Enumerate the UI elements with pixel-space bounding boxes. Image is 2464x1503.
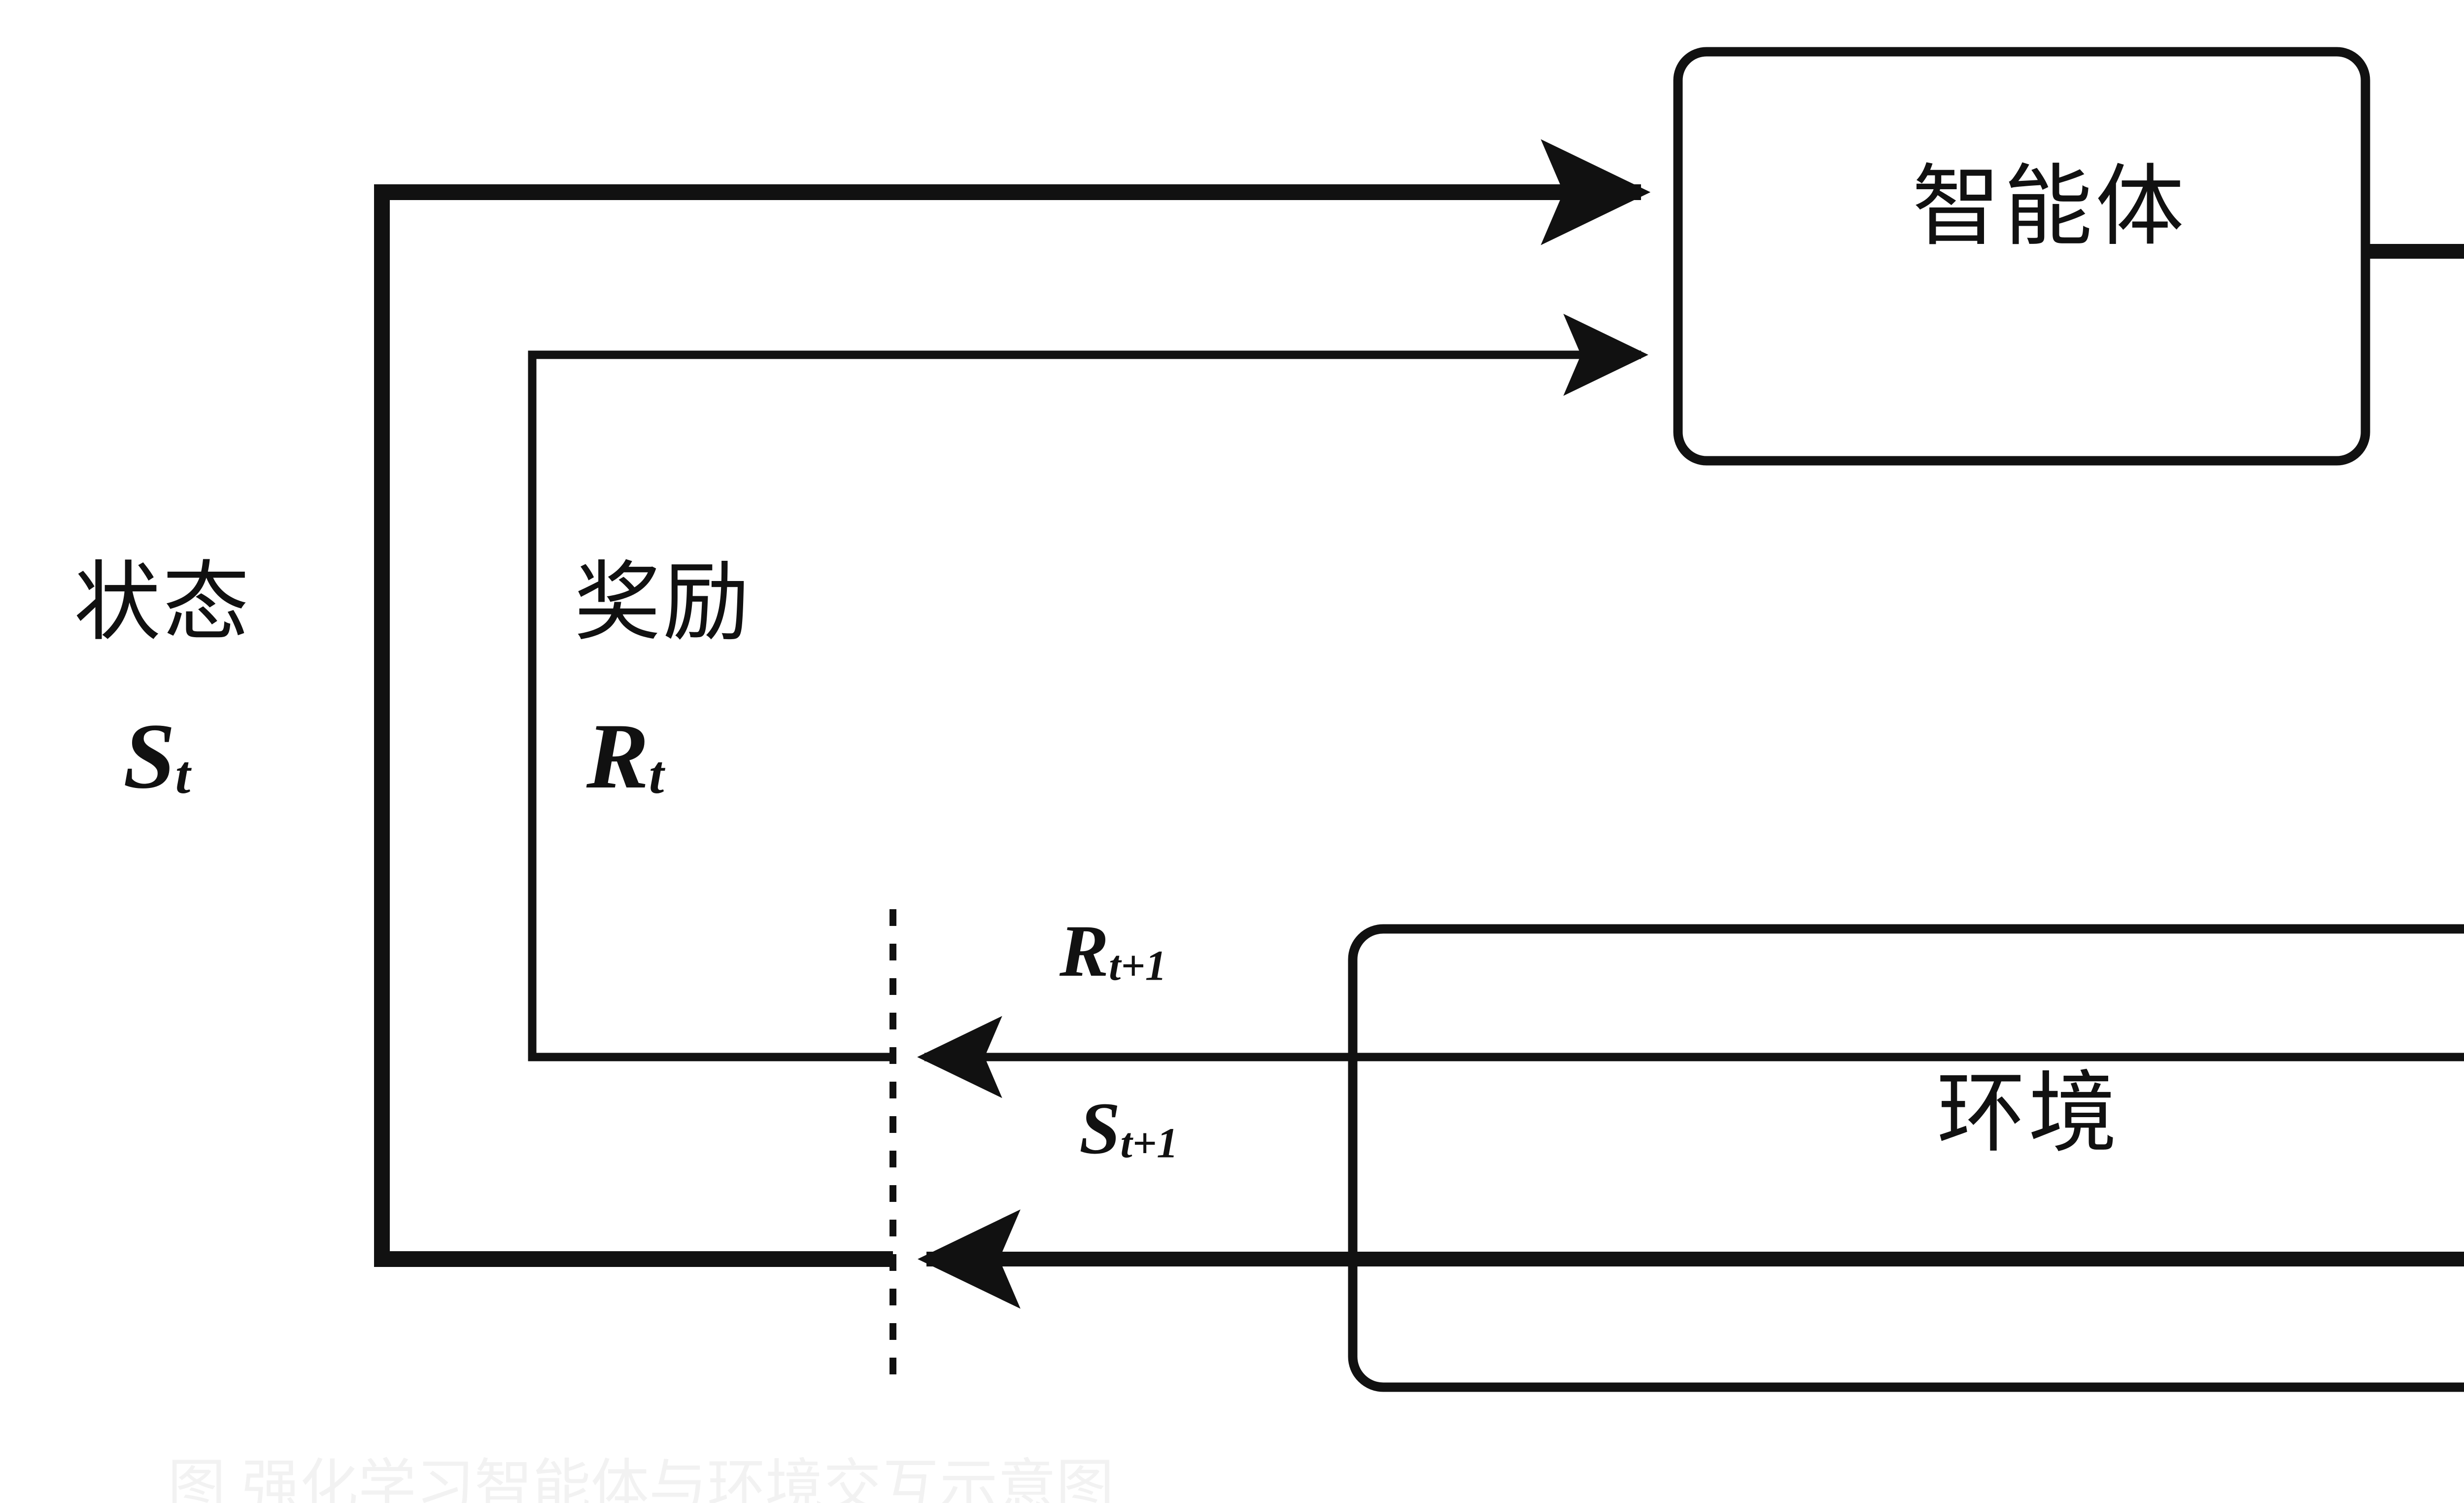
reward-symbol: Rt	[586, 710, 664, 803]
agent-node[interactable]	[1673, 47, 2370, 466]
figure-caption: 图 强化学习智能体与环境交互示意图	[168, 1454, 1114, 1503]
reward-next-subscript: t+1	[1109, 941, 1167, 990]
state-next-subscript: t+1	[1120, 1119, 1178, 1167]
state-symbol: St	[123, 710, 190, 803]
environment-node[interactable]	[1348, 924, 2464, 1392]
edge-state-feedback	[374, 139, 2464, 1309]
reward-symbol-base: R	[586, 705, 649, 808]
state-symbol-base: S	[123, 705, 175, 808]
reward-next-base: R	[1060, 910, 1109, 992]
state-symbol-subscript: t	[175, 745, 191, 805]
state-next-label: St+1	[1079, 1092, 1178, 1165]
reward-loop-to-agent	[528, 313, 1648, 1061]
agent-box-shape	[1673, 47, 2370, 466]
environment-box-shape	[1348, 924, 2464, 1392]
reward-label-cn: 奖励	[574, 554, 752, 651]
state-label-cn: 状态	[74, 554, 252, 651]
environment-box-label: 环境	[1937, 1064, 2121, 1163]
reward-symbol-subscript: t	[649, 745, 664, 805]
agent-box-label: 智能体	[1912, 157, 2188, 256]
state-next-base: S	[1079, 1088, 1121, 1169]
reward-next-label: Rt+1	[1060, 914, 1166, 988]
state-loop-to-agent	[374, 139, 1651, 1267]
edge-reward-feedback	[528, 313, 2464, 1098]
